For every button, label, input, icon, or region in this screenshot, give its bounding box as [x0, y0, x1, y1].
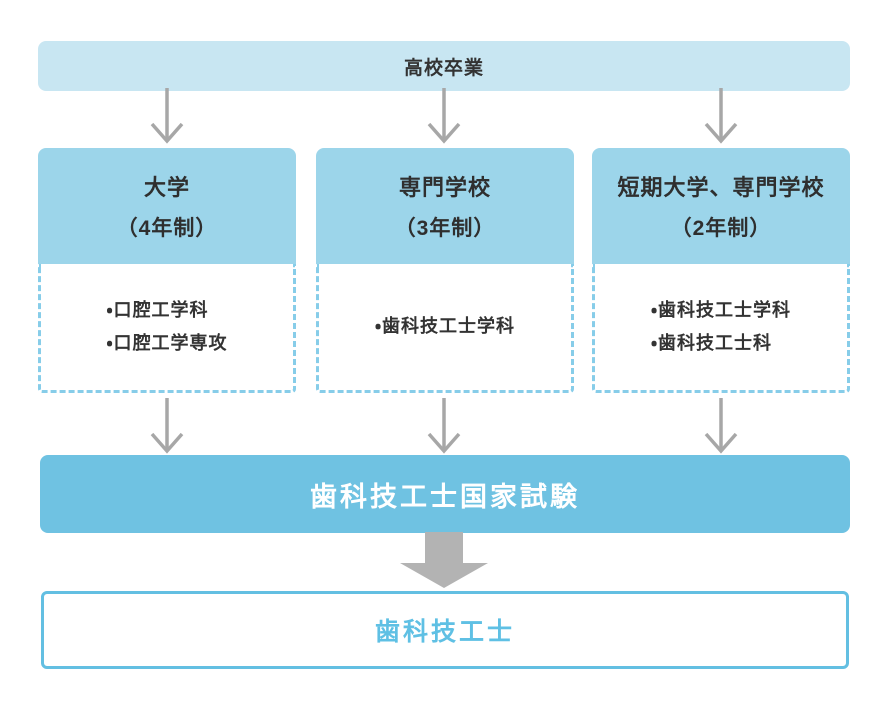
department-item: ・口腔工学科: [106, 299, 209, 320]
path-header: 短期大学、専門学校 （2年制）: [592, 148, 850, 264]
path-duration: （3年制）: [394, 217, 496, 240]
start-node-label: 高校卒業: [403, 57, 484, 79]
path-node-junior-college: 短期大学、専門学校 （2年制） ・歯科技工士学科 ・歯科技工士科: [592, 148, 850, 393]
down-arrow-icon: [704, 88, 738, 144]
down-arrow-icon: [150, 398, 184, 454]
start-node-high-school-graduation: 高校卒業: [38, 41, 850, 91]
path-title: 専門学校: [398, 175, 491, 200]
path-departments: ・歯科技工士学科: [316, 264, 574, 393]
result-node-label: 歯科技工士: [374, 618, 515, 646]
department-list: ・歯科技工士学科: [375, 310, 515, 343]
department-item: ・歯科技工士学科: [650, 299, 792, 320]
path-header: 専門学校 （3年制）: [316, 148, 574, 264]
path-duration: （2年制）: [670, 217, 772, 240]
path-node-university: 大学 （4年制） ・口腔工学科 ・口腔工学専攻: [38, 148, 296, 393]
down-arrow-icon: [427, 398, 461, 454]
department-item: ・歯科技工士科: [650, 333, 773, 353]
department-list: ・歯科技工士学科 ・歯科技工士科: [651, 294, 791, 361]
path-header: 大学 （4年制）: [38, 148, 296, 264]
path-departments: ・口腔工学科 ・口腔工学専攻: [38, 264, 296, 393]
path-title: 大学: [143, 175, 190, 200]
down-arrow-icon: [150, 88, 184, 144]
result-node-dental-technician: 歯科技工士: [41, 591, 849, 669]
path-node-vocational-school: 専門学校 （3年制） ・歯科技工士学科: [316, 148, 574, 393]
path-duration: （4年制）: [116, 217, 218, 240]
down-arrow-icon: [704, 398, 738, 454]
down-arrow-icon: [427, 88, 461, 144]
department-item: ・口腔工学専攻: [106, 333, 228, 353]
department-list: ・口腔工学科 ・口腔工学専攻: [106, 294, 227, 361]
department-item: ・歯科技工士学科: [374, 316, 516, 337]
path-departments: ・歯科技工士学科 ・歯科技工士科: [592, 264, 850, 393]
path-title: 短期大学、専門学校: [617, 175, 825, 200]
exam-node-national-exam: 歯科技工士国家試験: [40, 455, 850, 533]
big-down-arrow-icon: [400, 532, 488, 588]
exam-node-label: 歯科技工士国家試験: [310, 481, 580, 512]
